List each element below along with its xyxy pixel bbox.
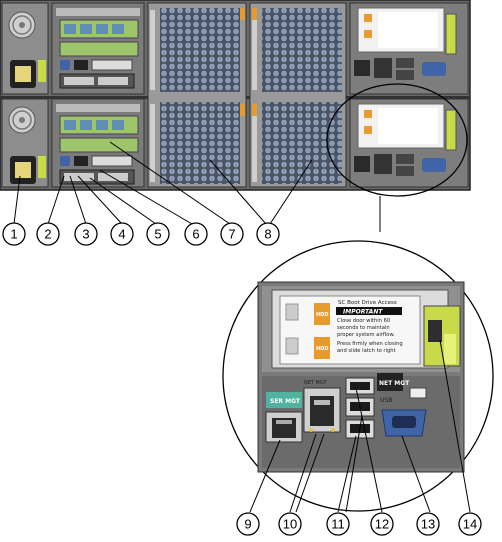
usb-port-top[interactable] [345, 377, 375, 395]
net-mgt-label: NET MGT [379, 380, 410, 387]
usb-label: USB [380, 397, 392, 404]
callout-number: 8 [264, 227, 271, 242]
callout-circle-icon [36, 222, 60, 246]
server-chassis [0, 0, 471, 191]
usb-port-icon [396, 70, 414, 80]
fan-grille-icon [160, 8, 240, 92]
fan-grille-icon [262, 8, 342, 92]
callout-circle-icon [146, 222, 170, 246]
hdd1-label: HDD 1 [316, 346, 334, 352]
warning-line-4: Press firmly when closing [337, 341, 403, 347]
callout-number: 6 [192, 227, 199, 242]
ser-mgt-label: SER MGT [270, 398, 301, 405]
callout-5: 5 [146, 222, 170, 246]
callout-number: 4 [118, 227, 125, 242]
callout-circle-icon [256, 222, 280, 246]
ethernet-port-icon [354, 156, 370, 172]
callout-leaders-bottom [249, 339, 471, 513]
callout-12: 12 [370, 512, 394, 536]
callout-circle-icon [416, 512, 440, 536]
ethernet-port-icon [354, 60, 370, 76]
callout-leaders-top [13, 141, 313, 225]
callout-10: 10 [278, 512, 302, 536]
zoom-source-circle [326, 83, 468, 197]
callout-circle-icon [220, 222, 244, 246]
callout-number: 14 [463, 517, 477, 532]
vga-port[interactable] [381, 409, 427, 437]
vga-port-icon [422, 158, 446, 172]
usb-port-icon [396, 154, 414, 164]
callout-11: 11 [326, 512, 350, 536]
callout-circle-icon [184, 222, 208, 246]
fan-grille-icon [262, 102, 342, 184]
callout-number: 10 [283, 517, 297, 532]
callout-2: 2 [36, 222, 60, 246]
warning-line-5: and slide latch to right [337, 348, 396, 354]
fan-module-1 [147, 2, 247, 188]
callout-number: 12 [375, 517, 389, 532]
callout-circle-icon [278, 512, 302, 536]
callout-circle-icon [458, 512, 482, 536]
callout-1: 1 [2, 222, 26, 246]
callout-number: 3 [82, 227, 89, 242]
callout-number: 2 [44, 227, 51, 242]
callout-circle-icon [2, 222, 26, 246]
power-supply-top [1, 2, 49, 95]
zoomed-service-controller: SC Boot Drive Access IMPORTANT Close doo… [222, 240, 494, 512]
net-mgt-port-label: NET MGT [304, 380, 328, 386]
callout-number: 7 [228, 227, 235, 242]
callout-13: 13 [416, 512, 440, 536]
callout-circle-icon [236, 512, 260, 536]
io-module-bottom [51, 98, 145, 188]
important-label: IMPORTANT [343, 309, 383, 316]
net-mgt-port[interactable] [303, 387, 341, 433]
vga-port-icon [422, 62, 446, 76]
service-controller-top [349, 2, 469, 95]
ser-mgt-port[interactable] [265, 411, 303, 443]
callout-7: 7 [220, 222, 244, 246]
warning-line-1: Close door within 60 [337, 318, 390, 324]
service-controller-bottom [349, 98, 469, 188]
usb-port-icon [396, 166, 414, 176]
callout-circle-icon [370, 512, 394, 536]
callout-number: 9 [244, 517, 251, 532]
fan-module-2 [249, 2, 347, 188]
io-module-top [51, 2, 145, 95]
latch-icon[interactable] [423, 305, 461, 367]
callout-14: 14 [458, 512, 482, 536]
callout-3: 3 [74, 222, 98, 246]
fan-grille-icon [160, 102, 240, 184]
callout-number: 11 [331, 517, 345, 532]
callout-number: 13 [421, 517, 435, 532]
callout-8: 8 [256, 222, 280, 246]
callout-circle-icon [74, 222, 98, 246]
callout-9: 9 [236, 512, 260, 536]
ethernet-port-icon [374, 58, 392, 78]
callout-number: 1 [10, 227, 17, 242]
boot-drive-title: SC Boot Drive Access [338, 300, 397, 306]
hdd0-label: HDD 0 [316, 312, 334, 318]
callout-4: 4 [110, 222, 134, 246]
callout-circle-icon [326, 512, 350, 536]
ethernet-port-icon [374, 154, 392, 174]
callout-number: 5 [154, 227, 161, 242]
callout-6: 6 [184, 222, 208, 246]
callout-circle-icon [110, 222, 134, 246]
power-supply-bottom [1, 98, 49, 188]
warning-line-2: seconds to maintain [337, 325, 390, 331]
warning-line-3: proper system airflow. [337, 332, 395, 338]
usb-port-icon [396, 58, 414, 68]
